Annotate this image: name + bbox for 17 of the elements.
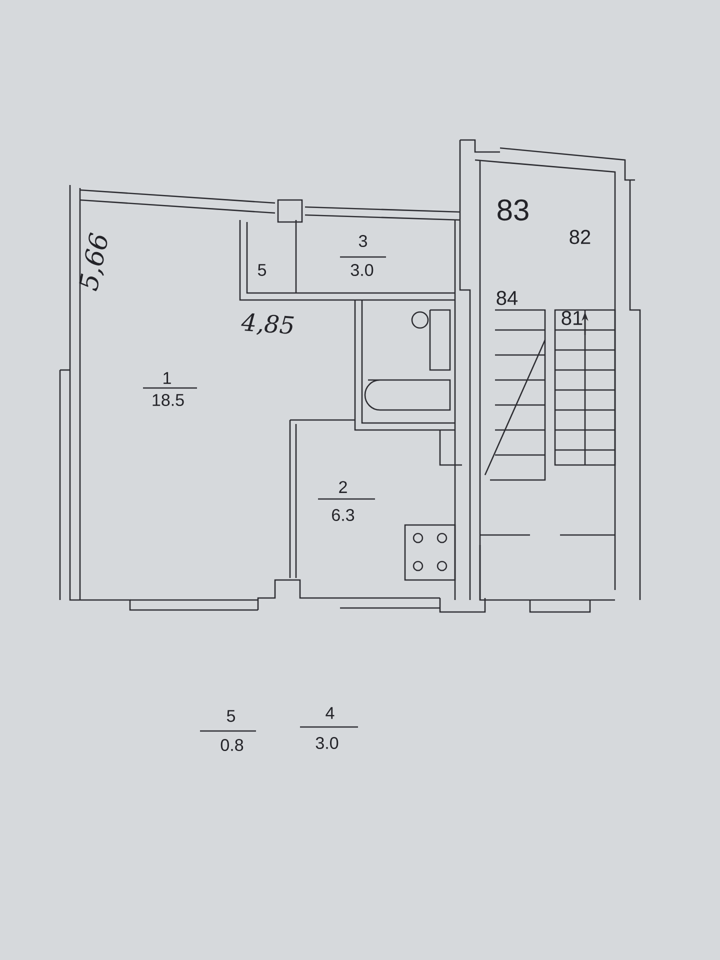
room-number: 3 [358, 234, 367, 248]
stair-number: 81 [562, 310, 582, 326]
room-number: 5 [258, 264, 266, 276]
area-label: 3.0 [350, 264, 374, 276]
area-label: 0.8 [220, 739, 244, 752]
dimension-label: 4,85 [241, 313, 294, 335]
area-label: 3.0 [316, 737, 338, 750]
room-number: 1 [164, 372, 171, 384]
room-number: 4 [326, 707, 334, 719]
stair-number: 82 [570, 230, 590, 244]
dimension-label: 5,66 [79, 232, 108, 292]
area-label: 6.3 [332, 508, 354, 522]
area-label: 18.5 [152, 394, 184, 406]
stair-number: 83 [498, 199, 528, 221]
room-number: 2 [339, 481, 347, 493]
room-number: 5 [226, 710, 235, 722]
stair-number: 84 [496, 290, 518, 306]
